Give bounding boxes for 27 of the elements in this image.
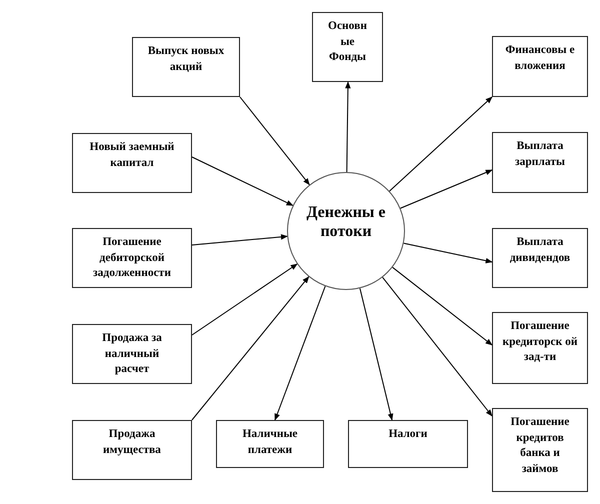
arrow (400, 170, 493, 209)
center-circle: Денежны е потоки (287, 172, 405, 290)
arrow (192, 234, 288, 246)
flow-box: Выплата зарплаты (492, 132, 588, 193)
flow-box: Налоги (348, 420, 468, 468)
arrow (240, 96, 310, 186)
flow-box: Финансовы е вложения (492, 36, 588, 97)
flow-box: Выпуск новых акций (132, 37, 240, 97)
arrow (388, 96, 493, 192)
flow-box: Наличные платежи (216, 420, 324, 468)
arrow (192, 156, 294, 206)
arrow (345, 81, 351, 172)
flow-box: Продажа имущества (72, 420, 192, 480)
arrow (274, 286, 326, 421)
flow-box: Основн ые Фонды (312, 12, 383, 82)
arrow (192, 264, 298, 336)
flow-box: Погашение кредиторск ой зад-ти (492, 312, 588, 384)
flow-box: Погашение кредитов банка и займов (492, 408, 588, 492)
arrow (403, 242, 493, 264)
arrow (192, 276, 310, 420)
arrow (392, 266, 493, 346)
arrow (359, 288, 394, 421)
arrow (382, 276, 492, 417)
flow-box: Продажа за наличный расчет (72, 324, 192, 384)
flow-box: Погашение дебиторской задолженности (72, 228, 192, 288)
flow-box: Новый заемный капитал (72, 133, 192, 193)
flow-box: Выплата дивидендов (492, 228, 588, 288)
